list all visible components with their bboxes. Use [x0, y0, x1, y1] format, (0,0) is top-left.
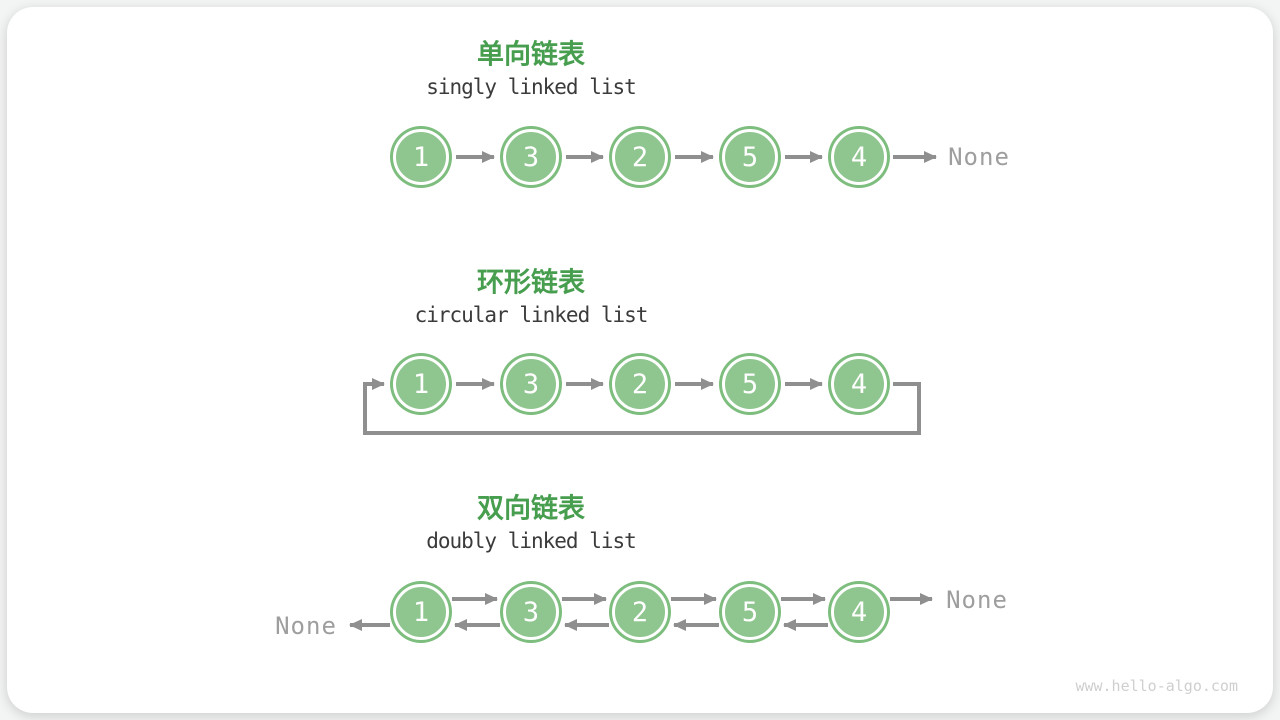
doubly-title-en: doubly linked list [426, 529, 637, 553]
singly-tail-none-label: None [948, 143, 1010, 171]
singly-node-1: 3 [503, 129, 559, 185]
singly-node-4: 4 [831, 129, 887, 185]
singly-node-0: 1 [393, 129, 449, 185]
doubly-arrows [349, 593, 933, 631]
circular-node-2: 2 [612, 356, 668, 412]
doubly-node-1: 3 [503, 584, 559, 640]
circular-arrows [363, 378, 921, 435]
circular-node-4: 4 [831, 356, 887, 412]
circular-node-3: 5 [722, 356, 778, 412]
circular-node-1: 3 [503, 356, 559, 412]
circular-title-zh: 环形链表 [477, 267, 585, 298]
doubly-node-0: 1 [393, 584, 449, 640]
circular-node-0: 1 [393, 356, 449, 412]
doubly-tail-none-label: None [946, 586, 1008, 614]
circular-loop-arrow [363, 378, 921, 435]
doubly-node-3: 5 [722, 584, 778, 640]
singly-node-3: 5 [722, 129, 778, 185]
circular-title-en: circular linked list [414, 303, 649, 327]
doubly-title-zh: 双向链表 [477, 493, 585, 524]
singly-title-en: singly linked list [426, 75, 637, 99]
watermark: www.hello-algo.com [1075, 677, 1238, 695]
singly-title-zh: 单向链表 [477, 39, 585, 70]
doubly-node-2: 2 [612, 584, 668, 640]
doubly-node-4: 4 [831, 584, 887, 640]
doubly-head-none-label: None [275, 612, 337, 640]
singly-node-2: 2 [612, 129, 668, 185]
